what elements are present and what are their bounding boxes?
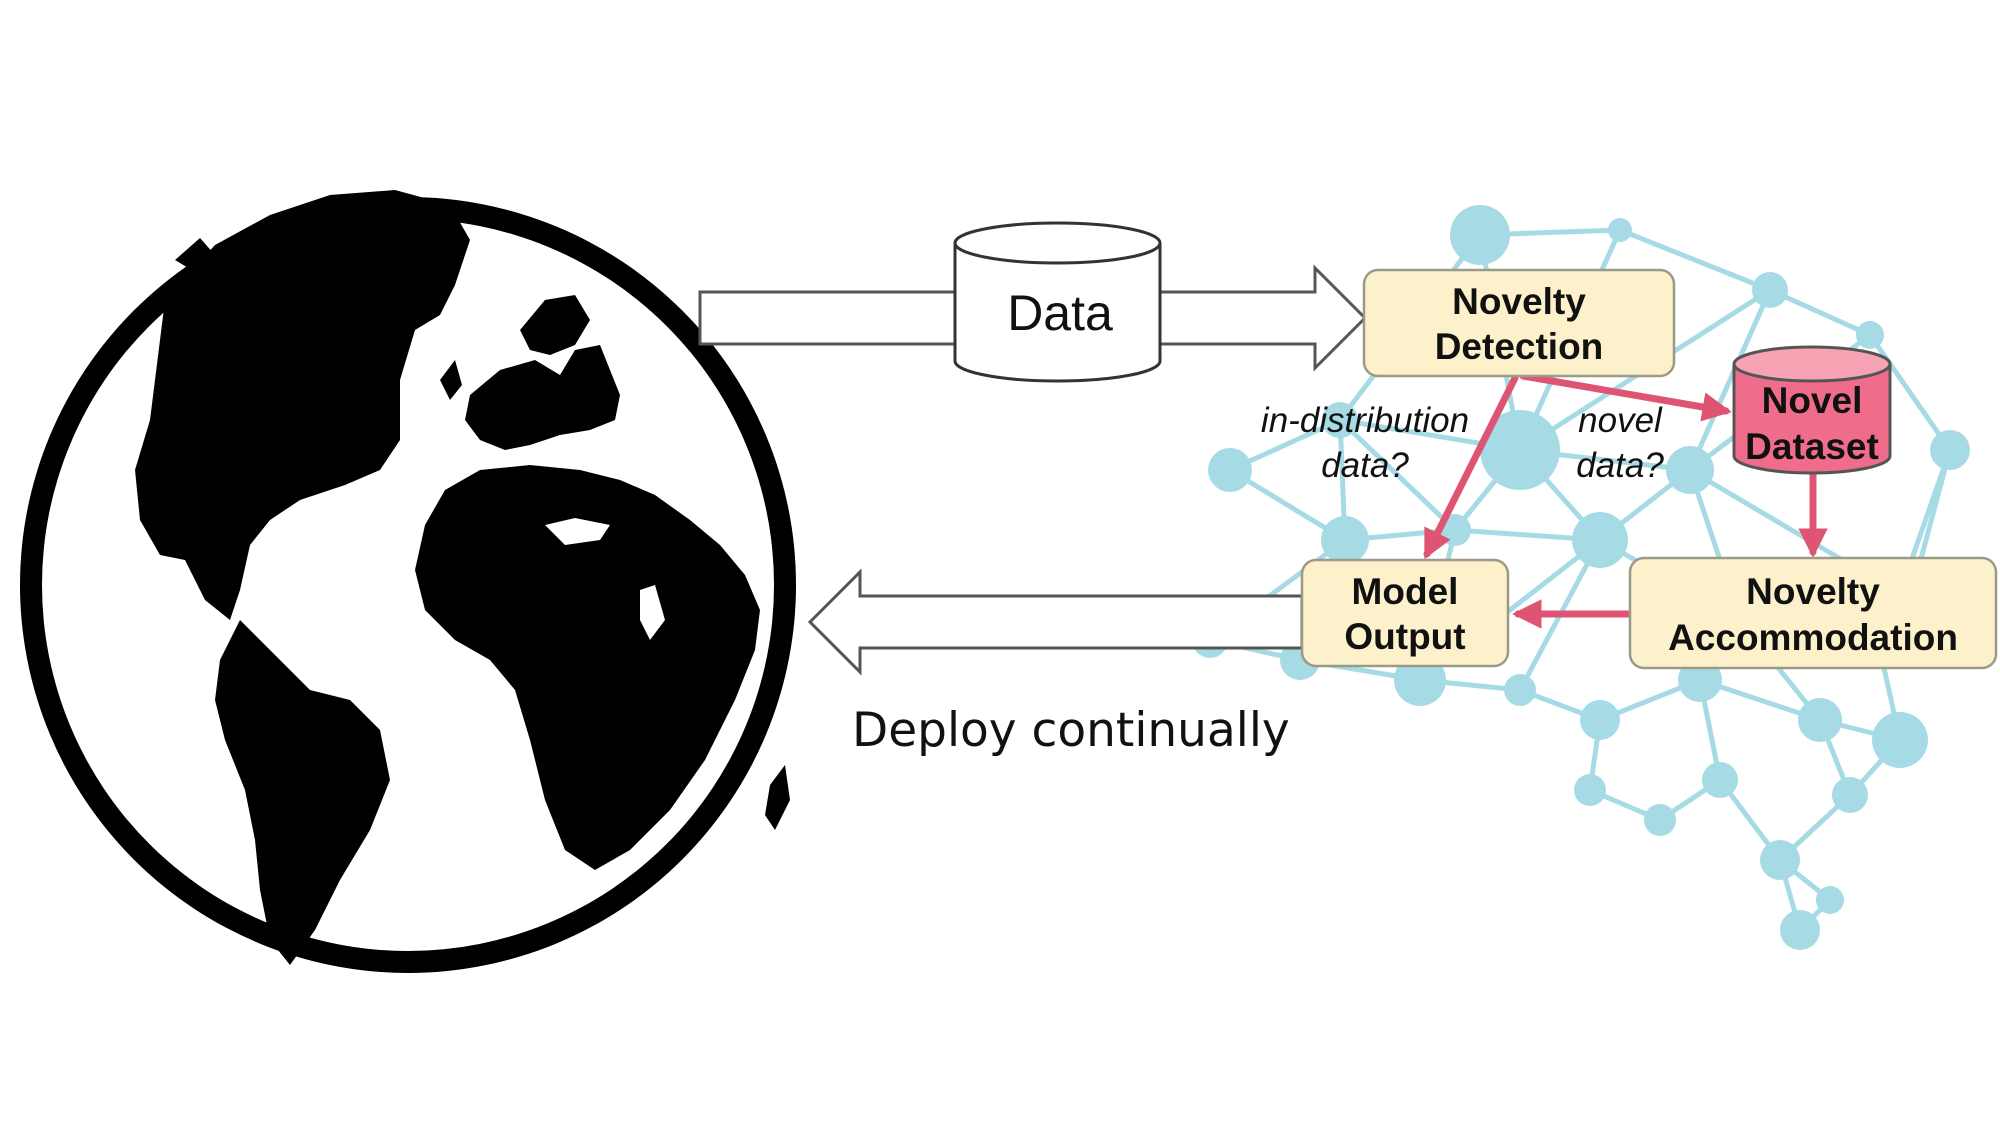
network-link bbox=[1867, 333, 1953, 452]
network-node bbox=[1666, 446, 1714, 494]
in-distribution-label-2: data? bbox=[1321, 446, 1409, 485]
network-node bbox=[1760, 840, 1800, 880]
deploy-arrow bbox=[807, 568, 1304, 676]
arrow-detection-to-novel bbox=[1519, 372, 1732, 422]
novelty-accommodation-node: Novelty Accommodation bbox=[1628, 556, 1998, 670]
novelty-detection-node: Novelty Detection bbox=[1362, 268, 1676, 378]
network-node bbox=[1322, 402, 1358, 438]
network-node bbox=[1574, 774, 1606, 806]
arrow-detection-to-output bbox=[1423, 374, 1519, 560]
in-distribution-label-1: in-distribution bbox=[1261, 401, 1469, 440]
network-node bbox=[1816, 886, 1844, 914]
network-node bbox=[1872, 712, 1928, 768]
novel-data-label-2: data? bbox=[1576, 446, 1664, 485]
network-node bbox=[1480, 410, 1560, 490]
network-link bbox=[1619, 227, 1771, 293]
network-node bbox=[1450, 205, 1510, 265]
network-node bbox=[1832, 777, 1868, 813]
novelty-detection-label-2: Detection bbox=[1435, 326, 1604, 367]
globe-icon bbox=[20, 190, 796, 973]
novel-data-label-1: novel bbox=[1578, 401, 1663, 440]
novel-dataset-label-2: Dataset bbox=[1745, 426, 1879, 467]
network-node bbox=[1930, 430, 1970, 470]
network-node bbox=[1702, 762, 1738, 798]
network-link bbox=[1768, 287, 1872, 338]
novelty-accommodation-label-2: Accommodation bbox=[1668, 617, 1958, 658]
network-node bbox=[1752, 272, 1788, 308]
model-output-label-1: Model bbox=[1352, 571, 1459, 612]
deploy-label: Deploy continually bbox=[852, 703, 1290, 758]
network-node bbox=[1608, 218, 1632, 242]
data-cylinder: Data bbox=[953, 221, 1162, 383]
novelty-accommodation-label-1: Novelty bbox=[1746, 571, 1880, 612]
network-node bbox=[1856, 321, 1884, 349]
network-node bbox=[1644, 804, 1676, 836]
network-link bbox=[1687, 288, 1773, 472]
model-output-node: Model Output bbox=[1300, 558, 1510, 668]
network-node bbox=[1798, 698, 1842, 742]
network-link bbox=[1338, 418, 1457, 532]
novelty-detection-label-1: Novelty bbox=[1452, 281, 1586, 322]
network-node bbox=[1780, 910, 1820, 950]
data-label: Data bbox=[1007, 285, 1113, 341]
model-output-label-2: Output bbox=[1344, 616, 1465, 657]
network-node bbox=[1208, 448, 1252, 492]
network-node bbox=[1504, 674, 1536, 706]
network-node bbox=[1580, 700, 1620, 740]
novel-dataset-node: Novel Dataset bbox=[1732, 345, 1892, 475]
network-node bbox=[1321, 516, 1369, 564]
novel-dataset-label-1: Novel bbox=[1762, 380, 1863, 421]
network-node bbox=[1572, 512, 1628, 568]
